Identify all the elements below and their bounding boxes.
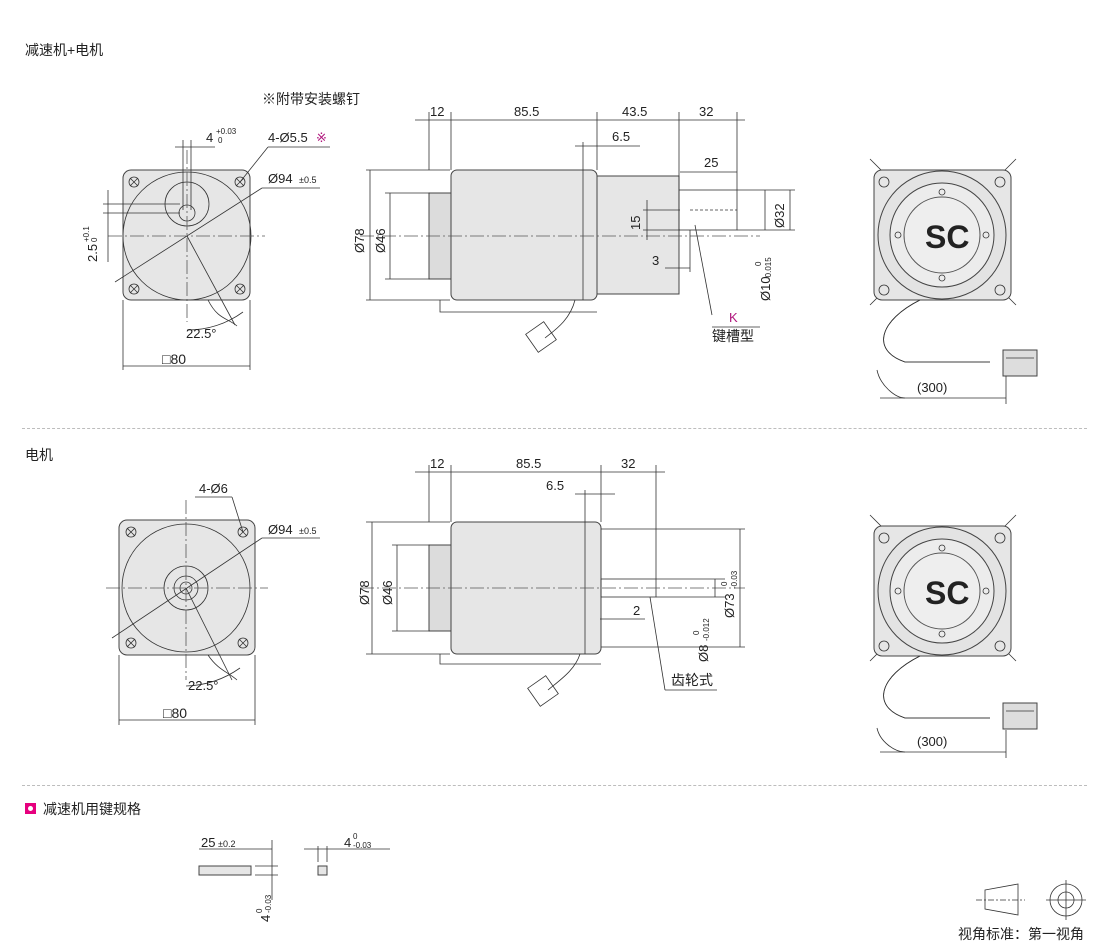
gear-label: 齿轮式: [671, 672, 713, 688]
geared-shaft-tol-lower: -0.015: [764, 257, 773, 280]
geared-dim-15: 15: [628, 216, 643, 230]
geared-back-view: [869, 158, 1038, 404]
geared-dim-85: 85.5: [514, 104, 539, 119]
key-height-tol-upper: 0: [255, 908, 264, 913]
geared-pcd-tol: ±0.5: [299, 175, 316, 185]
motor-dia78: Ø78: [357, 580, 372, 605]
geared-dim-6: 6.5: [612, 129, 630, 144]
geared-logo: SC: [925, 219, 969, 255]
geared-cable: (300): [917, 380, 947, 395]
geared-dia78: Ø78: [352, 228, 367, 253]
geared-dia32: Ø32: [772, 203, 787, 228]
projection-label: 视角标准：第一视角: [958, 926, 1084, 942]
geared-shaft-tol-upper: 0: [754, 261, 763, 266]
geared-dim-3: 3: [652, 253, 659, 268]
motor-shaft: Ø8: [696, 645, 711, 662]
motor-pilot-tol-lower: -0.03: [730, 570, 739, 589]
geared-key-width: 4: [206, 130, 213, 145]
geared-front-view: [103, 140, 330, 370]
motor-shaft-tol-lower: -0.012: [702, 618, 711, 641]
motor-holes-label: 4-Ø6: [199, 481, 228, 496]
key-height-tol-lower: -0.03: [264, 894, 273, 913]
geared-dim-32: 32: [699, 104, 713, 119]
geared-angle: 22.5°: [186, 326, 217, 341]
geared-offset: 2.5: [85, 244, 100, 262]
motor-pcd-tol: ±0.5: [299, 526, 316, 536]
projection-symbol-icon: [976, 880, 1086, 920]
geared-dia46: Ø46: [373, 228, 388, 253]
keyway-label: 键槽型: [712, 328, 754, 344]
geared-key-width-tol-upper: +0.03: [216, 127, 237, 136]
motor-dim-12: 12: [430, 456, 444, 471]
geared-pcd: Ø94: [268, 171, 293, 186]
geared-holes-label: 4-Ø5.5: [268, 130, 308, 145]
motor-dia46: Ø46: [380, 580, 395, 605]
geared-side-view: [360, 112, 795, 353]
geared-dim-25: 25: [704, 155, 718, 170]
bullet-icon: [25, 803, 36, 814]
section-title-motor: 电机: [25, 447, 53, 463]
key-length-tol: ±0.2: [218, 839, 235, 849]
section-title-key: 减速机用键规格: [43, 801, 141, 817]
key-length: 25: [201, 835, 215, 850]
motor-dim-6: 6.5: [546, 478, 564, 493]
key-width-tol-upper: 0: [353, 832, 358, 841]
geared-offset-tol-upper: +0.1: [82, 226, 91, 242]
motor-square: □80: [163, 705, 187, 721]
motor-dim-2: 2: [633, 603, 640, 618]
key-spec-drawing: [198, 840, 390, 900]
screw-note: ※附带安装螺钉: [262, 91, 360, 107]
motor-side-view: [360, 465, 745, 707]
keyway-k: K: [729, 310, 738, 325]
key-height: 4: [258, 915, 273, 922]
divider: [22, 428, 1087, 429]
motor-pilot: Ø73: [722, 593, 737, 618]
motor-front-view: [106, 496, 320, 725]
geared-square: □80: [162, 351, 186, 367]
motor-back-view: [869, 514, 1038, 758]
key-width-tol-lower: -0.03: [353, 841, 372, 850]
geared-holes-mark: ※: [316, 130, 327, 145]
motor-logo: SC: [925, 575, 969, 611]
geared-dim-43: 43.5: [622, 104, 647, 119]
motor-dim-32: 32: [621, 456, 635, 471]
motor-pcd: Ø94: [268, 522, 293, 537]
geared-dim-12: 12: [430, 104, 444, 119]
motor-pilot-tol-upper: 0: [720, 581, 729, 586]
motor-angle: 22.5°: [188, 678, 219, 693]
geared-key-width-tol-lower: 0: [218, 136, 223, 145]
key-width: 4: [344, 835, 351, 850]
section-title-geared: 减速机+电机: [25, 42, 104, 58]
motor-cable: (300): [917, 734, 947, 749]
divider: [22, 785, 1087, 786]
motor-dim-85: 85.5: [516, 456, 541, 471]
geared-offset-tol-lower: 0: [90, 237, 99, 242]
motor-shaft-tol-upper: 0: [692, 630, 701, 635]
geared-shaft: Ø10: [758, 276, 773, 301]
